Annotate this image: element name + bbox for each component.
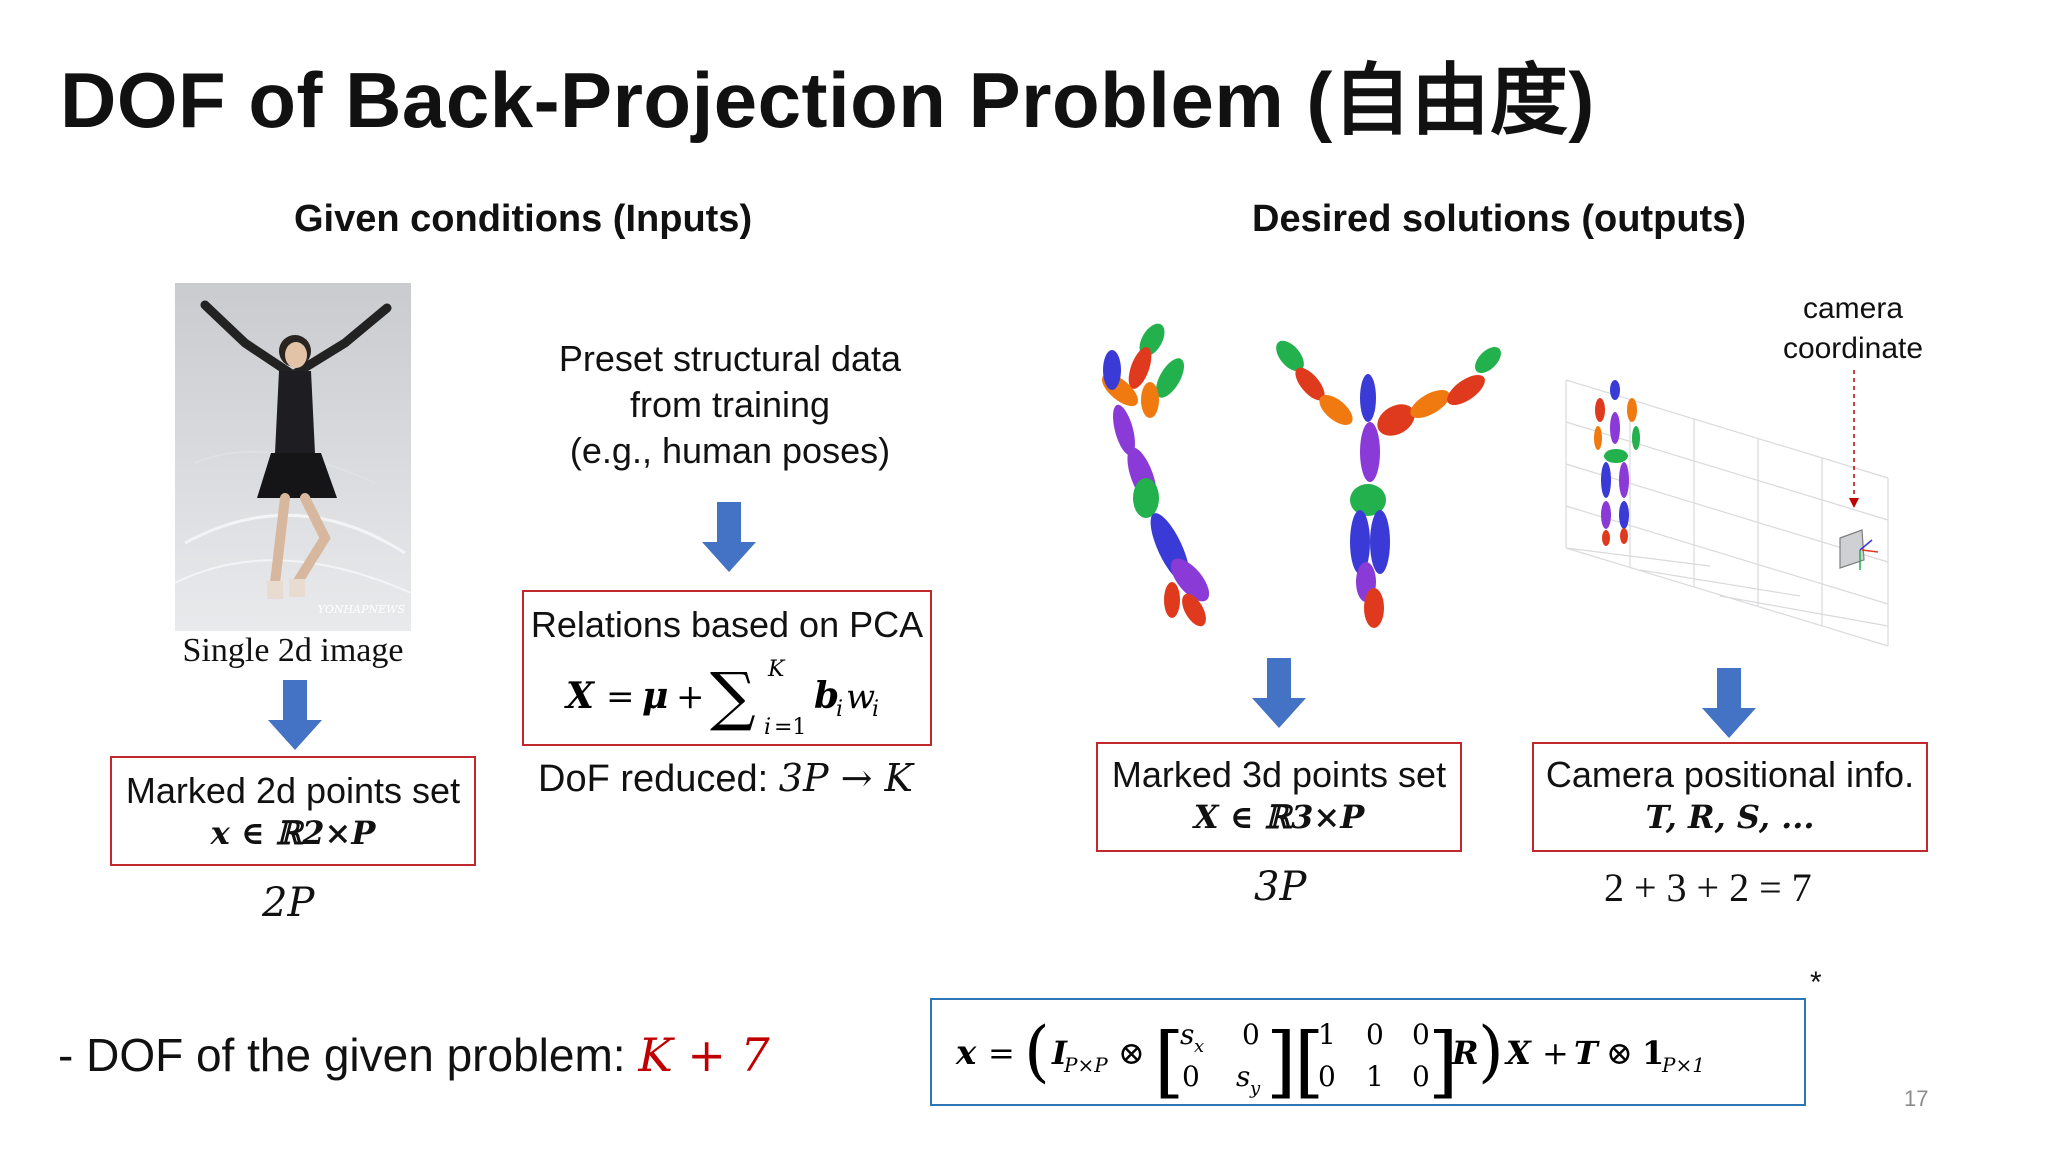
svg-text:s: s [1180,1018,1194,1051]
svg-text:⊗: ⊗ [1118,1034,1145,1072]
svg-text:s: s [1236,1060,1250,1093]
camera-box-math: T, R, S, ... [1645,798,1815,836]
box-3d-title: Marked 3d points set [1111,754,1447,795]
svg-text:[: [ [1294,1017,1324,1104]
svg-text:=: = [988,1034,1015,1072]
dof-2d: 2P [262,880,315,926]
dof-3d: 3P [1254,864,1307,910]
svg-text:0: 0 [1182,1060,1200,1093]
svg-text:1: 1 [1366,1060,1384,1093]
svg-text:=: = [606,677,635,717]
skater-photo: YONHAPNEWS [175,283,411,631]
svg-text:[: [ [1154,1017,1184,1104]
svg-text:P×1: P×1 [1661,1053,1705,1077]
svg-text:T: T [1574,1034,1600,1072]
summary-text: - DOF of the given problem: [58,1029,639,1081]
svg-text:0: 0 [1318,1060,1336,1093]
box-3d-points: Marked 3d points set X ∈ ℝ3×P [1096,742,1462,852]
camera-3d-plot [1565,370,1889,647]
camera-label-2: coordinate [1782,332,1924,365]
svg-text:K: K [767,657,786,682]
svg-text:0: 0 [1242,1018,1260,1051]
preset-line-2: from training [629,384,831,425]
down-arrow-icon [1702,668,1756,738]
page-number: 17 [1904,1086,1929,1111]
down-arrow-icon [702,502,756,572]
watermark: YONHAPNEWS [318,603,406,616]
box-2d-title: Marked 2d points set [125,770,461,811]
inputs-heading: Given conditions (Inputs) [294,198,753,240]
svg-text:+: + [1542,1034,1569,1072]
down-arrow-icon [1252,658,1306,728]
asterisk: * [1810,966,1822,999]
svg-text:x: x [1194,1036,1204,1057]
svg-text:0: 0 [1412,1018,1430,1051]
pose-figure-right [1276,340,1501,628]
outputs-heading: Desired solutions (outputs) [1252,198,1746,240]
svg-text:1: 1 [1642,1034,1664,1072]
svg-text:I: I [1051,1034,1068,1072]
down-arrow-icon [268,680,322,750]
svg-text:R: R [1451,1034,1479,1072]
dof-camera: 2 + 3 + 2 = 7 [1604,865,1812,910]
pose-figure-left [1101,323,1210,627]
svg-text:b: b [814,675,839,717]
svg-text:w: w [846,677,875,717]
pca-formula: X = μ + ∑ K i =1 b i w i [564,657,879,740]
dof-reduced-label: DoF reduced: [538,758,779,800]
summary-line: - DOF of the given problem: K + 7 [58,1028,770,1082]
preset-line-1: Preset structural data [558,338,902,379]
svg-text:i: i [836,697,843,722]
svg-text:∑: ∑ [710,660,756,734]
box-2d-math: x ∈ ℝ2×P [210,814,376,852]
dof-reduced: DoF reduced: 3P → K [538,756,913,801]
camera-label-1: camera [1802,292,1904,325]
svg-text:]: ] [1266,1017,1296,1104]
skater-illustration: YONHAPNEWS [175,283,411,631]
svg-text:X: X [1504,1034,1532,1072]
svg-text:y: y [1249,1078,1261,1099]
pca-title: Relations based on PCA [530,604,924,645]
box-camera-info: Camera positional info. T, R, S, ... [1532,742,1928,852]
svg-text:): ) [1478,1013,1504,1090]
page-title: DOF of Back-Projection Problem (自由度) [60,56,1595,144]
box-pca: Relations based on PCA X = μ + ∑ K i =1 … [522,590,932,746]
svg-text:0: 0 [1366,1018,1384,1051]
summary-math: K + 7 [638,1028,770,1082]
svg-text:]: ] [1428,1017,1458,1104]
svg-text:x: x [955,1033,977,1073]
svg-text:⊗: ⊗ [1606,1034,1633,1072]
preset-line-3: (e.g., human poses) [569,430,891,471]
svg-text:i: i [764,715,771,738]
box-2d-points: Marked 2d points set x ∈ ℝ2×P [110,756,476,866]
svg-text:P×P: P×P [1063,1053,1108,1077]
svg-text:1: 1 [1318,1018,1336,1051]
svg-text:0: 0 [1412,1060,1430,1093]
svg-text:X: X [564,675,596,717]
camera-box-title: Camera positional info. [1545,754,1915,795]
svg-text:=1: =1 [774,715,806,738]
svg-text:(: ( [1024,1013,1050,1090]
svg-text:μ: μ [642,675,668,717]
dof-reduced-math: 3P → K [778,756,913,800]
image-caption: Single 2d image [182,632,404,669]
box-3d-math: X ∈ ℝ3×P [1193,798,1365,836]
svg-text:+: + [676,677,705,717]
svg-text:i: i [872,697,879,722]
